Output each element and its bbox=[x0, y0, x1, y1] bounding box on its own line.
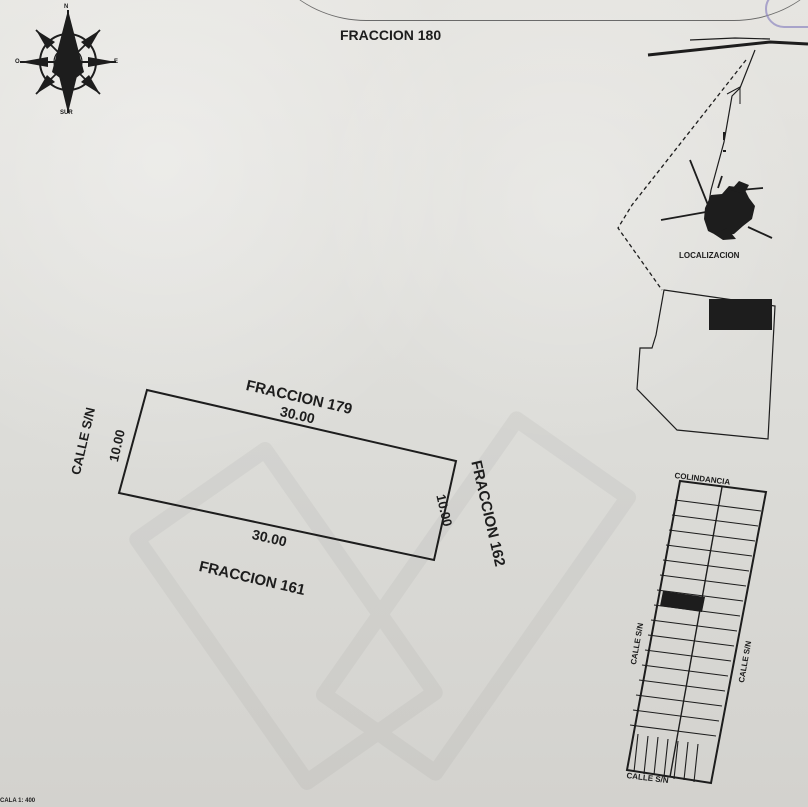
block-row-line-5 bbox=[662, 559, 750, 572]
location-highway-main bbox=[647, 40, 808, 57]
top-boundary-curve bbox=[250, 0, 808, 21]
location-map bbox=[617, 37, 808, 440]
location-town-lobe-2 bbox=[714, 228, 736, 240]
northeast-arrow-icon bbox=[81, 30, 100, 49]
project-parcel-highlight bbox=[709, 299, 772, 330]
location-road-c bbox=[747, 226, 773, 239]
east-arrow-icon bbox=[88, 57, 116, 67]
block-bottom-line-4 bbox=[663, 738, 669, 778]
block-row-line-10 bbox=[647, 634, 735, 647]
block-row-line-13 bbox=[638, 679, 726, 692]
block-row-line-7 bbox=[656, 589, 744, 602]
block-bottom-line-3 bbox=[653, 736, 659, 776]
block-diagram bbox=[625, 479, 768, 785]
west-arrow-icon bbox=[20, 57, 48, 67]
block-row-line-16 bbox=[629, 724, 717, 737]
northwest-arrow-icon bbox=[36, 30, 55, 49]
block-bottom-line-6 bbox=[683, 741, 689, 781]
small-road-mark-1 bbox=[726, 86, 741, 104]
block-row-line-4 bbox=[665, 544, 753, 557]
block-highlighted-lot bbox=[660, 591, 705, 612]
south-arrow-icon bbox=[59, 76, 77, 113]
block-row-line-2 bbox=[671, 514, 759, 527]
location-town-cluster bbox=[704, 186, 755, 236]
block-row-line-15 bbox=[632, 709, 720, 722]
block-row-line-9 bbox=[650, 619, 738, 632]
location-road-b bbox=[660, 211, 707, 221]
lot-boundary bbox=[117, 388, 458, 562]
north-arrow-icon bbox=[52, 10, 84, 84]
location-dashed-boundary bbox=[617, 59, 747, 291]
south-label: SUR bbox=[60, 110, 73, 116]
southwest-arrow-icon bbox=[36, 75, 55, 94]
block-bottom-line-2 bbox=[643, 735, 649, 775]
partial-seal bbox=[765, 0, 808, 28]
north-label: N bbox=[64, 4, 69, 10]
southeast-arrow-icon bbox=[81, 75, 100, 94]
block-row-line-3 bbox=[668, 529, 756, 542]
project-parcel-boundary bbox=[636, 289, 776, 440]
block-row-line-1 bbox=[674, 499, 762, 512]
fraccion-180-label: FRACCION 180 bbox=[340, 27, 442, 43]
block-bottom-line-7 bbox=[693, 743, 699, 783]
location-road-e bbox=[717, 175, 723, 189]
location-town-lobe-1 bbox=[731, 181, 749, 194]
location-road-curve bbox=[705, 49, 756, 221]
block-row-line-11 bbox=[644, 649, 732, 662]
location-road-a bbox=[689, 159, 709, 206]
west-label: O bbox=[15, 59, 20, 65]
block-bottom-line-1 bbox=[633, 733, 639, 773]
block-bottom-line-5 bbox=[673, 740, 679, 780]
block-row-line-12 bbox=[641, 664, 729, 677]
east-label: E bbox=[114, 59, 119, 65]
location-highway-secondary bbox=[689, 37, 771, 41]
block-outline bbox=[625, 479, 768, 785]
scale-label: CALA 1: 400 bbox=[0, 798, 36, 804]
compass-icon bbox=[20, 10, 116, 113]
location-label: LOCALIZACION bbox=[679, 251, 740, 260]
block-row-line-14 bbox=[635, 694, 723, 707]
block-row-line-6 bbox=[659, 574, 747, 587]
